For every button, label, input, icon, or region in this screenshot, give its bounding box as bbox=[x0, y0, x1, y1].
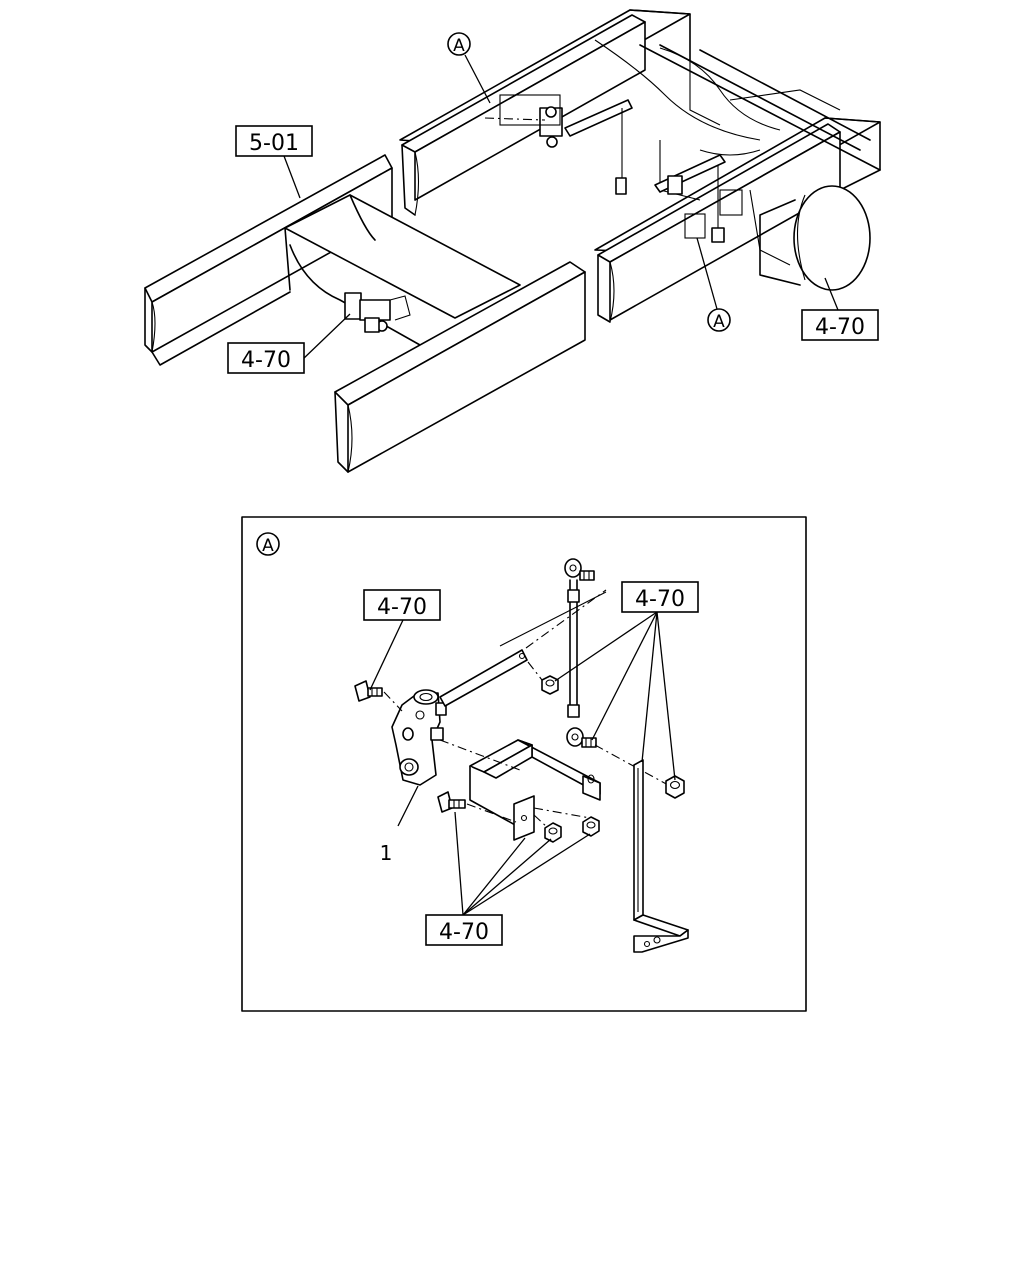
bracket-nut-1 bbox=[544, 822, 562, 843]
rear-cross-members bbox=[594, 39, 881, 266]
cross-member-front bbox=[284, 194, 521, 346]
detail-a-label-text: A bbox=[262, 536, 274, 556]
callout-5-01: 5-01 bbox=[235, 125, 313, 199]
valve-bolt bbox=[354, 680, 403, 712]
height-control-valve bbox=[391, 689, 447, 786]
detail-callout-4-70-bolt: 4-70 bbox=[363, 589, 441, 691]
callout-4-70-left: 4-70 bbox=[227, 313, 351, 374]
item-1-text: 1 bbox=[380, 841, 393, 865]
callout-a-top: A bbox=[447, 32, 491, 104]
rear-valve-assembly-lower bbox=[654, 154, 743, 243]
rear-valve-assembly-upper bbox=[484, 94, 633, 195]
frame-rail-rear-lower bbox=[594, 117, 881, 323]
link-rod bbox=[564, 558, 597, 748]
bracket-nut-2 bbox=[582, 816, 600, 837]
detail-callout-4-70-nuts-text: 4-70 bbox=[635, 587, 685, 612]
callout-5-01-text: 5-01 bbox=[249, 131, 299, 156]
valve-lever-arm bbox=[439, 589, 607, 707]
detail-a-panel: A bbox=[241, 516, 807, 1012]
detail-callout-4-70-bolt-text: 4-70 bbox=[377, 595, 427, 620]
valve-bracket bbox=[439, 739, 671, 841]
callout-4-70-right: 4-70 bbox=[801, 277, 879, 341]
detail-callout-4-70-lower: 4-70 bbox=[425, 811, 591, 946]
detail-callout-4-70-lower-text: 4-70 bbox=[439, 920, 489, 945]
front-valve-assembly bbox=[344, 292, 411, 333]
bracket-bolt bbox=[437, 791, 517, 823]
callout-a-top-text: A bbox=[453, 36, 465, 56]
chassis-overview: A A 5-01 4-70 4-70 bbox=[144, 9, 881, 473]
lower-bracket bbox=[633, 759, 689, 953]
callout-a-bottom: A bbox=[696, 237, 731, 332]
callout-4-70-left-text: 4-70 bbox=[241, 348, 291, 373]
callout-4-70-right-text: 4-70 bbox=[815, 315, 865, 340]
frame-rail-rear-upper bbox=[399, 9, 691, 216]
item-1-callout: 1 bbox=[380, 785, 419, 865]
detail-callout-4-70-nuts: 4-70 bbox=[554, 581, 699, 781]
callout-a-bottom-text: A bbox=[713, 312, 725, 332]
detail-frame bbox=[241, 516, 807, 1012]
frame-rail-lower bbox=[334, 261, 586, 473]
detail-a-label: A bbox=[256, 532, 280, 556]
air-tank bbox=[759, 185, 871, 291]
lever-nut bbox=[527, 661, 559, 695]
